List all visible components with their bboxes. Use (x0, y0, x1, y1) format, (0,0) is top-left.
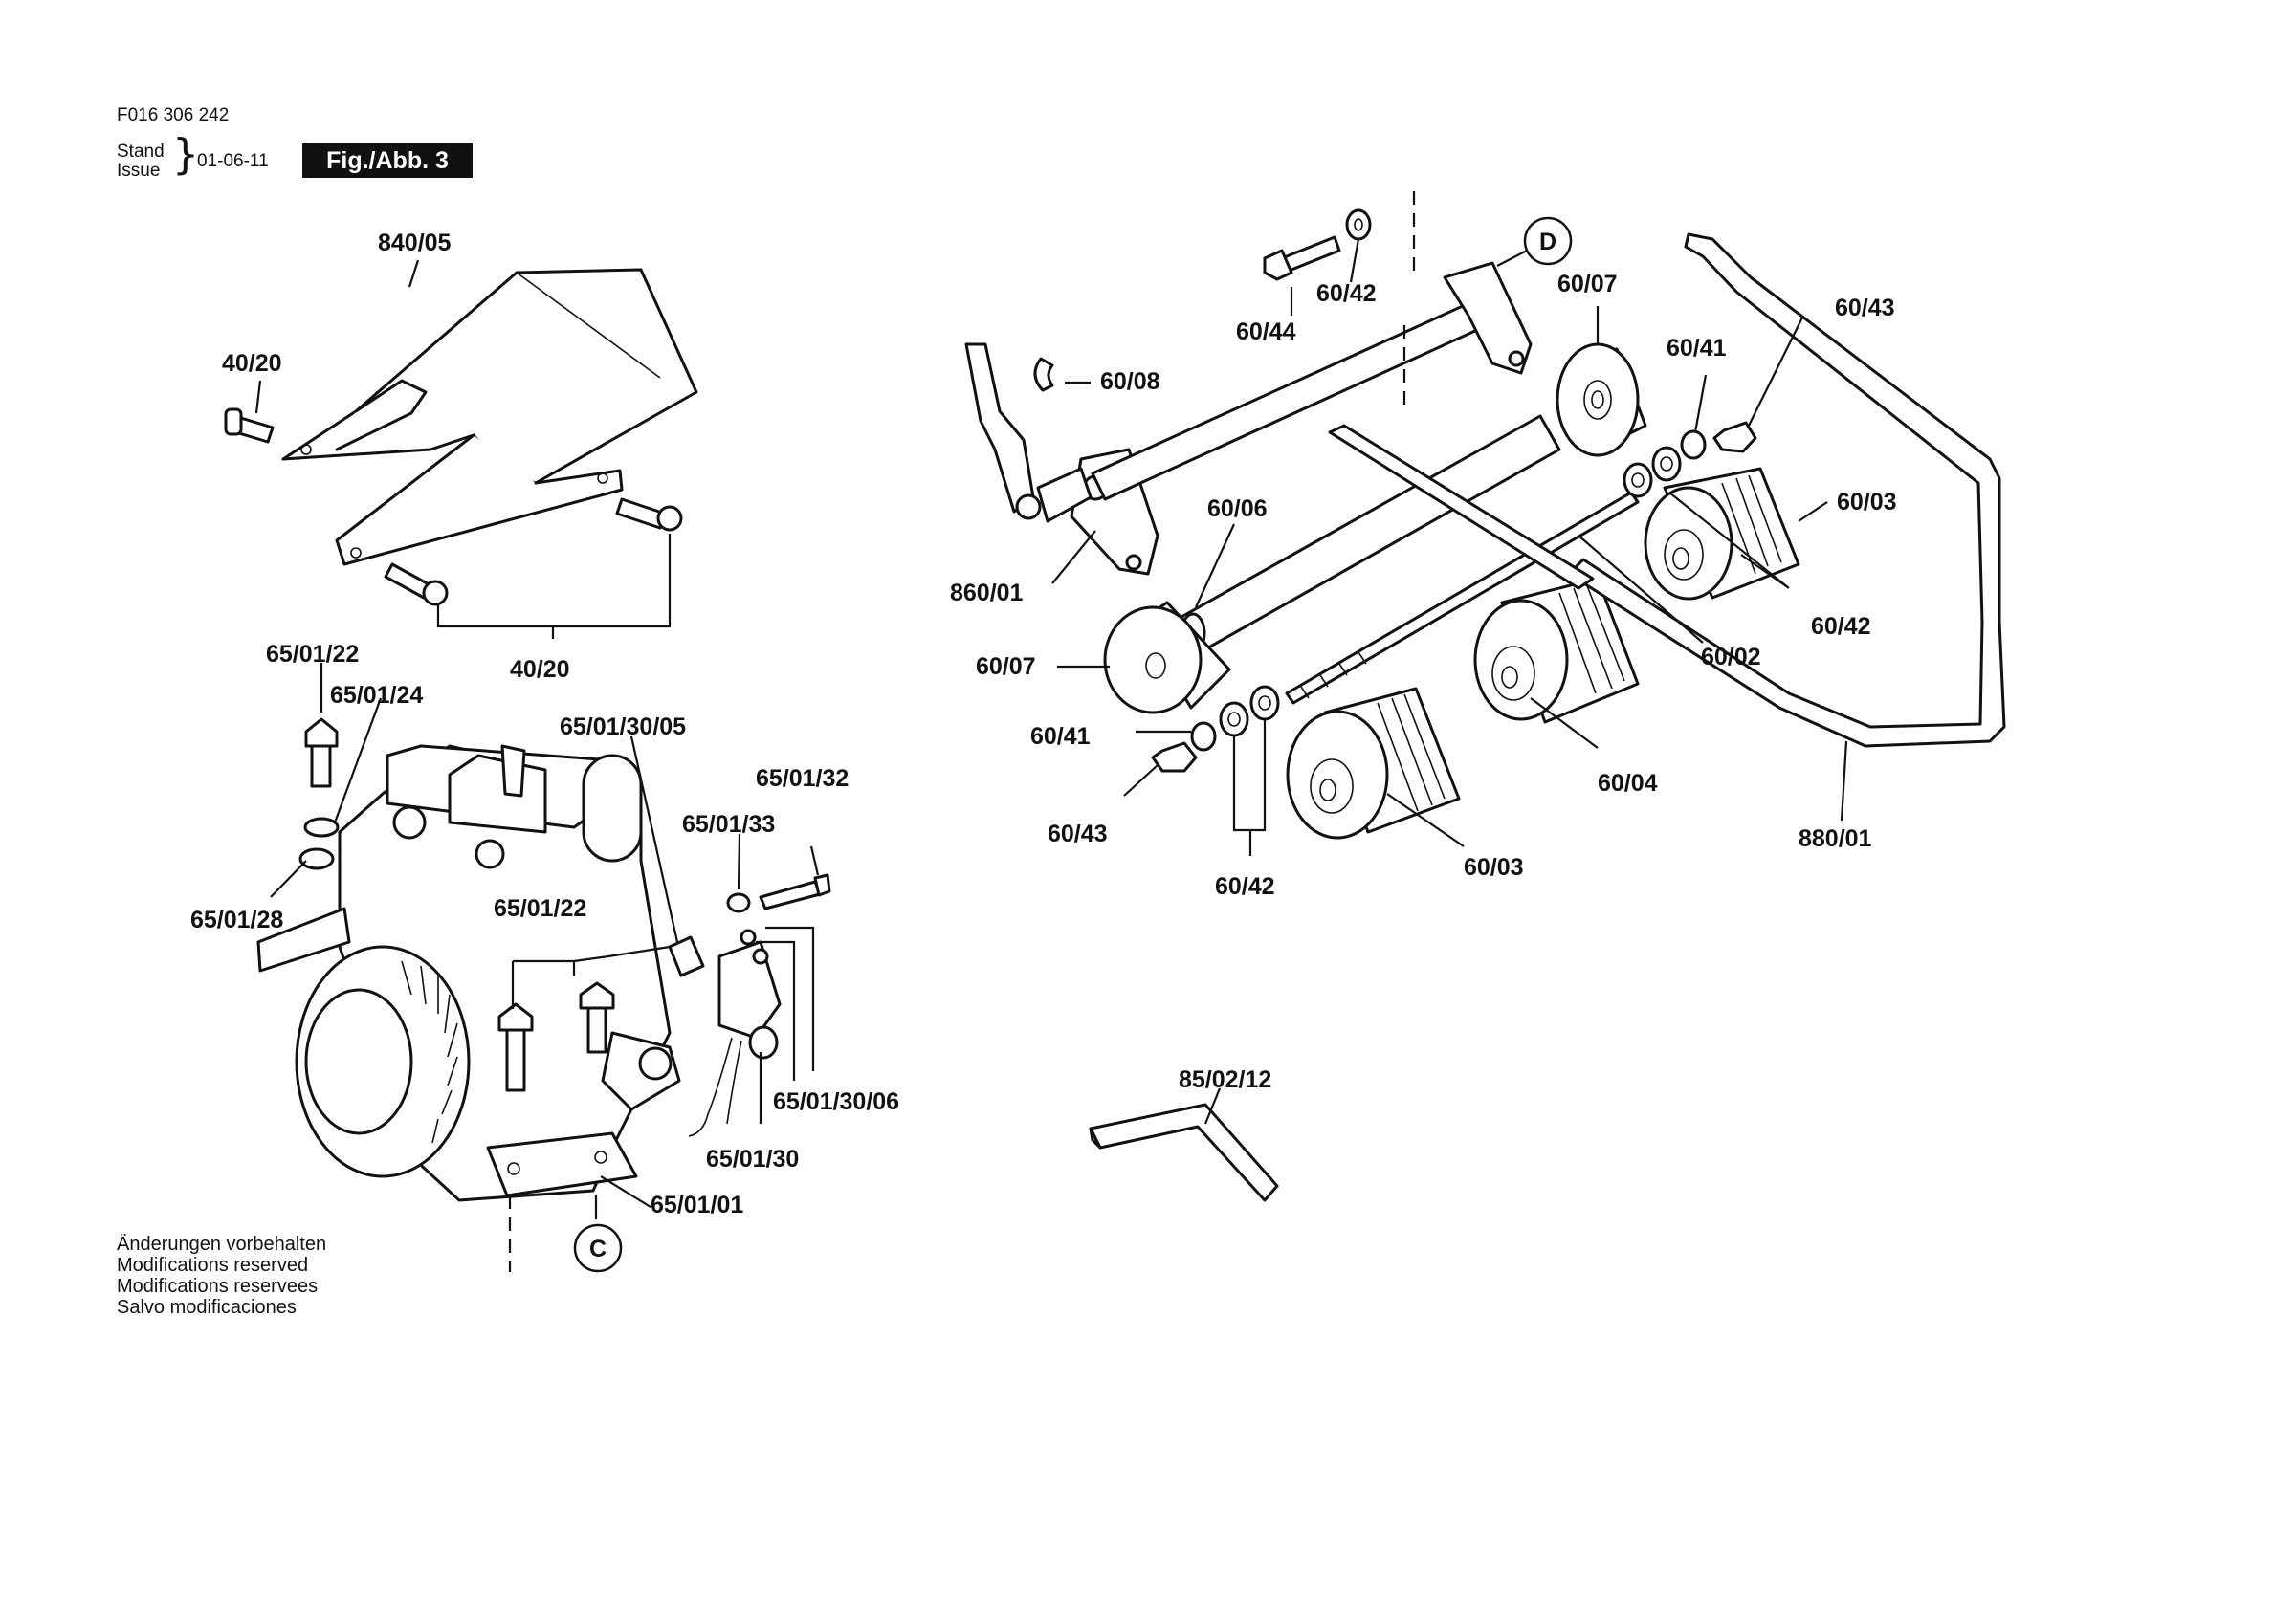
label-40-20-left: 40/20 (222, 350, 282, 377)
label-65-01-22-top: 65/01/22 (266, 641, 359, 668)
washers-nuts-bottom (1151, 685, 1280, 773)
brace-glyph: } (172, 130, 199, 179)
stand-label: Stand (117, 142, 165, 162)
note-english: Modifications reserved (117, 1255, 309, 1276)
cover-screws (224, 407, 683, 606)
tine-roller-mid (1473, 577, 1640, 724)
label-60-06: 60/06 (1207, 495, 1268, 522)
label-65-01-28: 65/01/28 (190, 907, 283, 933)
label-65-01-01: 65/01/01 (651, 1192, 743, 1218)
label-60-42-bottom: 60/42 (1215, 873, 1275, 900)
label-60-44: 60/44 (1236, 318, 1296, 345)
label-65-01-30-06: 65/01/30/06 (773, 1088, 899, 1115)
label-65-01-30: 65/01/30 (706, 1146, 799, 1173)
label-60-07-top: 60/07 (1557, 271, 1618, 297)
engine-bolts (298, 717, 615, 1092)
washers-nuts-right (1623, 421, 1757, 498)
label-65-01-24: 65/01/24 (330, 682, 423, 709)
note-spanish: Salvo modificaciones (117, 1297, 297, 1318)
roller-top (1556, 342, 1647, 457)
callout-c-text: C (589, 1236, 607, 1262)
label-60-42-right: 60/42 (1811, 613, 1871, 640)
label-65-01-22-mid: 65/01/22 (494, 895, 586, 922)
tine-roller-right (1644, 467, 1800, 601)
label-60-03-front: 60/03 (1464, 854, 1524, 881)
roller-left (1103, 601, 1231, 714)
issue-date: 01-06-11 (197, 151, 269, 171)
label-60-02: 60/02 (1701, 644, 1761, 670)
leader-lines-left (254, 259, 820, 1219)
callout-d: D (1523, 216, 1573, 266)
tine-roller-front (1286, 687, 1461, 840)
label-60-08: 60/08 (1100, 368, 1160, 395)
label-85-02-12: 85/02/12 (1179, 1066, 1271, 1093)
label-60-41-bottom: 60/41 (1030, 723, 1091, 750)
label-60-03-right: 60/03 (1837, 489, 1897, 515)
label-40-20-bottom: 40/20 (510, 656, 570, 683)
clip-part (1033, 357, 1054, 392)
label-60-41-top: 60/41 (1667, 335, 1727, 362)
label-65-01-32: 65/01/32 (756, 765, 849, 792)
note-french: Modifications reservees (117, 1276, 319, 1297)
note-german: Änderungen vorbehalten (117, 1234, 327, 1255)
label-60-42-top: 60/42 (1316, 280, 1377, 307)
issue-label: Issue (117, 161, 161, 181)
figure-badge: Fig./Abb. 3 (302, 143, 473, 178)
engine-part (256, 744, 681, 1272)
document-number: F016 306 242 (117, 105, 230, 125)
label-65-01-30-05: 65/01/30/05 (560, 713, 686, 740)
label-860-01: 860/01 (950, 580, 1024, 606)
callout-d-text: D (1539, 229, 1556, 255)
hex-key (1089, 1103, 1279, 1202)
label-880-01: 880/01 (1799, 825, 1872, 852)
label-60-07-left: 60/07 (976, 653, 1036, 680)
switch-assembly (668, 873, 831, 1137)
leader-lines-right (1051, 238, 1848, 1125)
label-60-43-bottom: 60/43 (1048, 821, 1108, 847)
modification-notes: Änderungen vorbehalten Modifications res… (117, 1234, 326, 1318)
engine-cover-part (281, 268, 698, 566)
label-60-43-top: 60/43 (1835, 295, 1895, 321)
label-840-05: 840/05 (378, 230, 452, 256)
frame-part (964, 191, 1533, 576)
callout-c: C (573, 1223, 623, 1273)
label-65-01-33: 65/01/33 (682, 811, 775, 838)
label-60-04: 60/04 (1598, 770, 1658, 797)
threaded-rod (1285, 491, 1640, 705)
handle-bar (1328, 232, 2006, 748)
